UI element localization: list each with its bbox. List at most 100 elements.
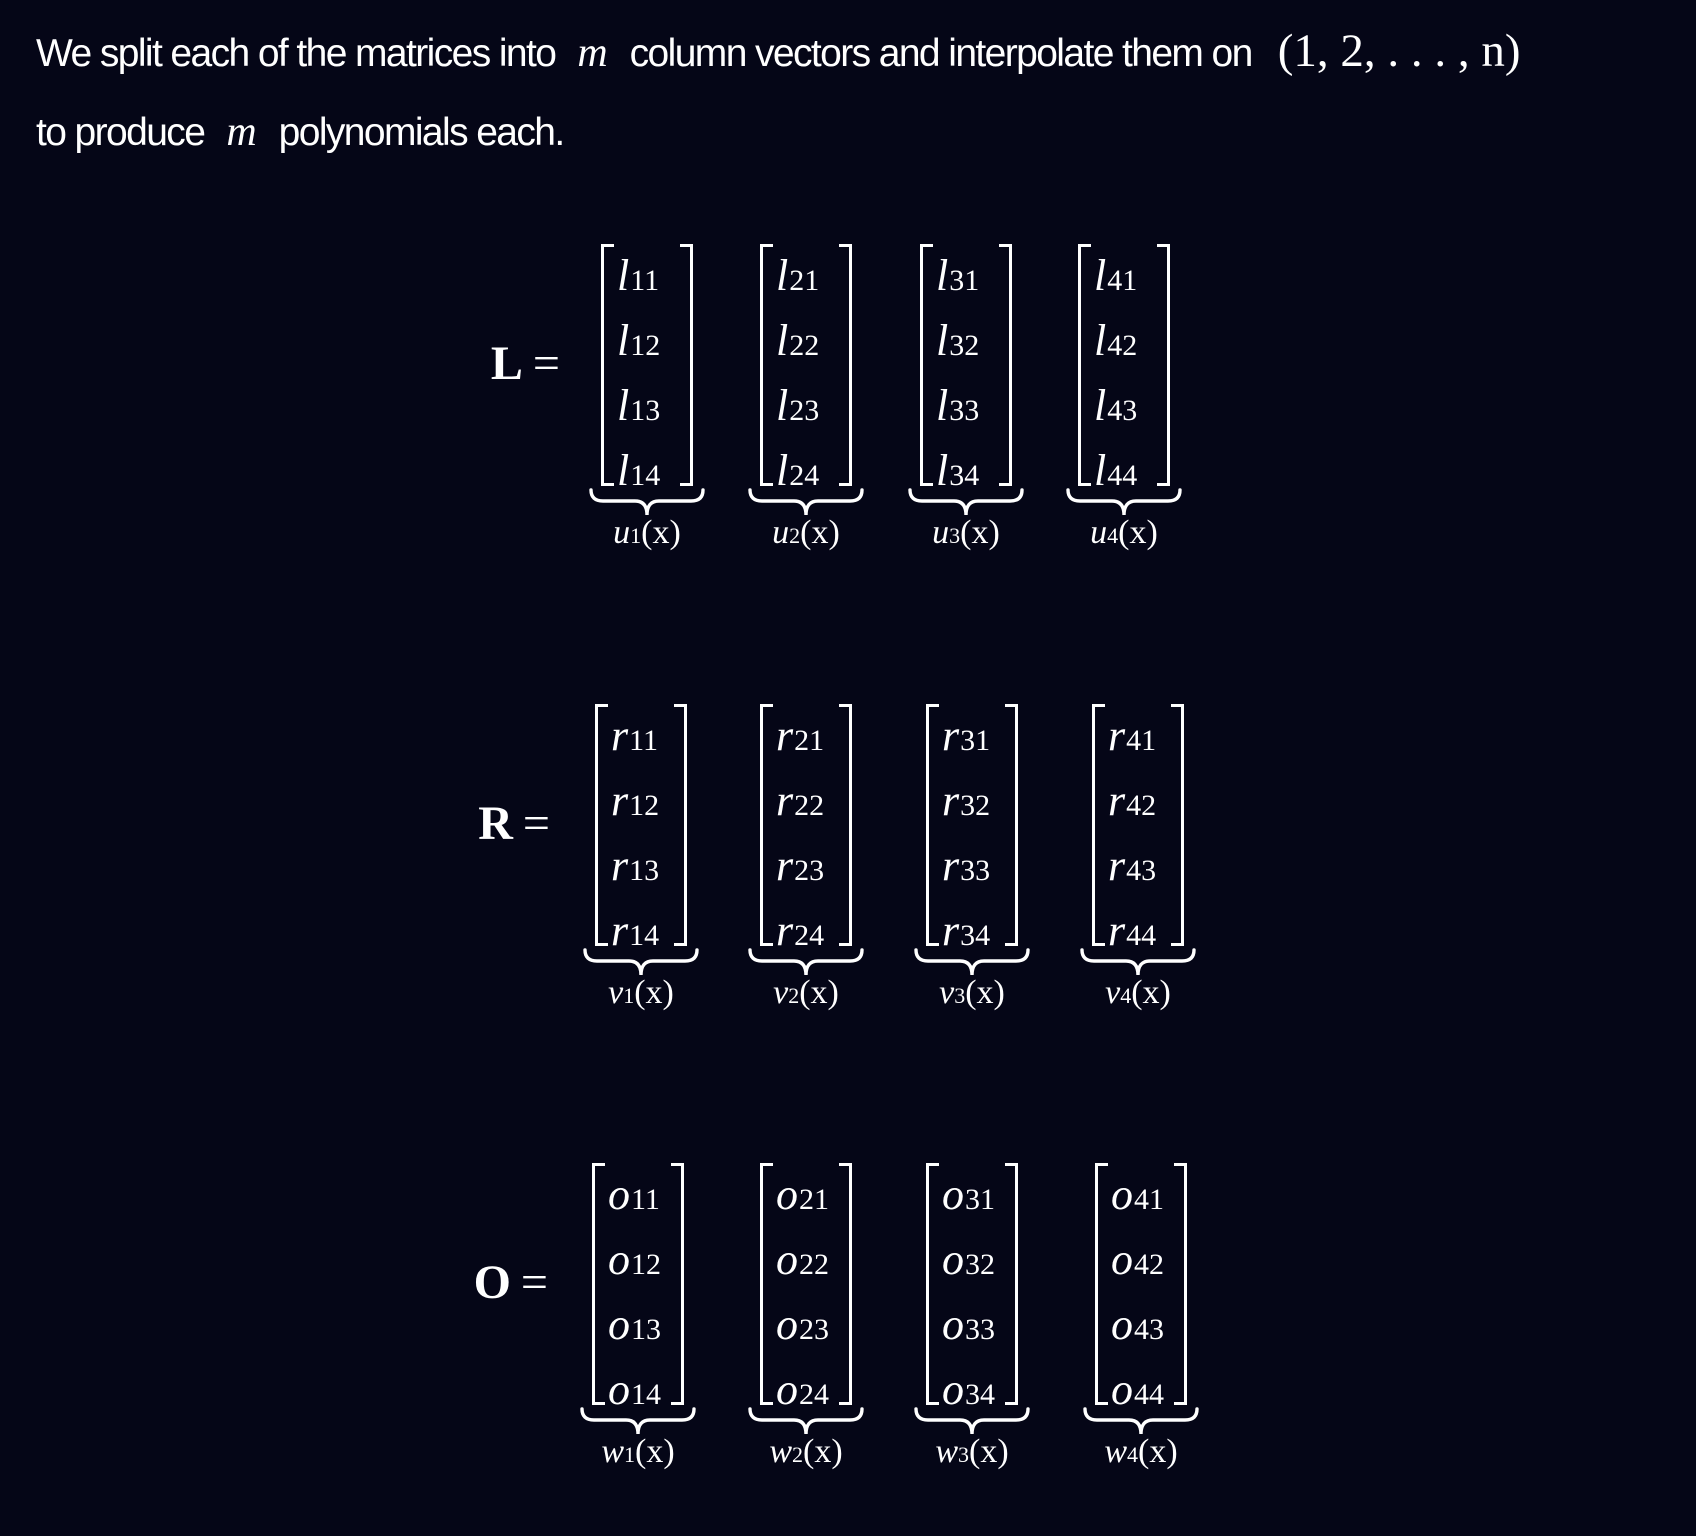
entry-base: r <box>776 776 794 825</box>
entry-base: r <box>776 906 794 955</box>
matrix-entry: o41 <box>1111 1165 1164 1225</box>
left-bracket <box>926 1163 939 1405</box>
underbrace <box>583 948 699 976</box>
matrix-entry: l34 <box>936 441 979 501</box>
entry-subscript: 22 <box>794 789 825 822</box>
matrix-entry: r43 <box>1108 836 1156 896</box>
intro-text-4: polynomials each. <box>278 111 566 154</box>
entry-subscript: 11 <box>631 1183 660 1216</box>
entry-subscript: 24 <box>794 919 825 952</box>
entry-subscript: 33 <box>965 1313 995 1346</box>
matrix-entry: l43 <box>1094 376 1137 436</box>
entry-subscript: 44 <box>1134 1378 1164 1411</box>
matrix-entry: l13 <box>617 376 660 436</box>
entry-subscript: 21 <box>799 1183 829 1216</box>
left-bracket <box>595 704 608 946</box>
polynomial-subscript: 1 <box>624 1442 636 1467</box>
equals-sign: = <box>532 337 560 390</box>
entry-subscript: 12 <box>629 789 660 822</box>
left-bracket <box>920 244 933 486</box>
entry-base: o <box>776 1235 798 1284</box>
polynomial-label: v1(x) <box>565 974 717 1012</box>
entry-subscript: 11 <box>630 264 660 297</box>
entry-subscript: 32 <box>949 329 980 362</box>
matrix-entry: l44 <box>1094 441 1137 501</box>
entry-base: r <box>776 841 794 890</box>
polynomial-argument: (x) <box>800 514 840 551</box>
entry-base: r <box>611 776 629 825</box>
entry-base: r <box>611 711 629 760</box>
polynomial-argument: (x) <box>634 974 674 1011</box>
entry-subscript: 14 <box>631 1378 661 1411</box>
polynomial-argument: (x) <box>799 974 839 1011</box>
entry-base: r <box>1108 776 1126 825</box>
entry-base: l <box>936 316 949 365</box>
entry-subscript: 31 <box>960 724 991 757</box>
polynomial-var: u <box>932 514 950 551</box>
polynomial-label: v4(x) <box>1062 974 1214 1012</box>
matrix-entry: o11 <box>608 1165 660 1225</box>
entry-base: o <box>942 1170 964 1219</box>
right-bracket <box>680 244 693 486</box>
left-bracket <box>601 244 614 486</box>
matrix-entry: o12 <box>608 1230 661 1290</box>
polynomial-label: w3(x) <box>896 1433 1048 1471</box>
intro-text-2: column vectors and interpolate them on <box>629 32 1254 75</box>
polynomial-var: v <box>608 974 624 1011</box>
polynomial-var: v <box>773 974 789 1011</box>
polynomial-label: v2(x) <box>730 974 882 1012</box>
entry-subscript: 23 <box>794 854 825 887</box>
entry-base: l <box>617 446 630 495</box>
matrix-entry: l22 <box>776 311 819 371</box>
entry-subscript: 44 <box>1107 459 1138 492</box>
matrix-name: R <box>478 797 513 850</box>
polynomial-subscript: 2 <box>792 1442 804 1467</box>
entry-subscript: 14 <box>629 919 660 952</box>
matrix-entry: r14 <box>611 901 659 961</box>
entry-subscript: 34 <box>965 1378 995 1411</box>
underbrace <box>1080 948 1196 976</box>
polynomial-argument: (x) <box>641 514 681 551</box>
matrix-entry: r12 <box>611 771 659 831</box>
intro-var-m: m <box>226 109 257 155</box>
left-bracket <box>760 244 773 486</box>
left-bracket <box>760 1163 773 1405</box>
left-bracket <box>760 704 773 946</box>
matrix-entry: r11 <box>611 706 658 766</box>
matrix-entry: l14 <box>617 441 660 501</box>
entry-base: o <box>608 1300 630 1349</box>
matrix-entry: r32 <box>942 771 990 831</box>
polynomial-subscript: 4 <box>1107 523 1119 548</box>
entry-subscript: 42 <box>1126 789 1157 822</box>
entry-subscript: 41 <box>1107 264 1138 297</box>
matrix-entry: l11 <box>617 246 659 306</box>
matrix-entry: l12 <box>617 311 660 371</box>
intro-var-m: m <box>577 30 608 76</box>
left-bracket <box>926 704 939 946</box>
polynomial-var: w <box>1104 1433 1128 1470</box>
polynomial-var: w <box>601 1433 625 1470</box>
entry-base: o <box>608 1170 630 1219</box>
left-bracket <box>592 1163 605 1405</box>
entry-base: l <box>936 251 949 300</box>
polynomial-var: u <box>613 514 631 551</box>
entry-subscript: 13 <box>631 1313 661 1346</box>
entry-base: l <box>776 316 789 365</box>
polynomial-subscript: 3 <box>949 523 961 548</box>
entry-base: r <box>776 711 794 760</box>
right-bracket <box>674 704 687 946</box>
entry-subscript: 23 <box>789 394 820 427</box>
left-bracket <box>1092 704 1105 946</box>
matrix-entry: r41 <box>1108 706 1156 766</box>
entry-subscript: 13 <box>630 394 661 427</box>
polynomial-var: w <box>935 1433 959 1470</box>
entry-base: l <box>1094 251 1107 300</box>
